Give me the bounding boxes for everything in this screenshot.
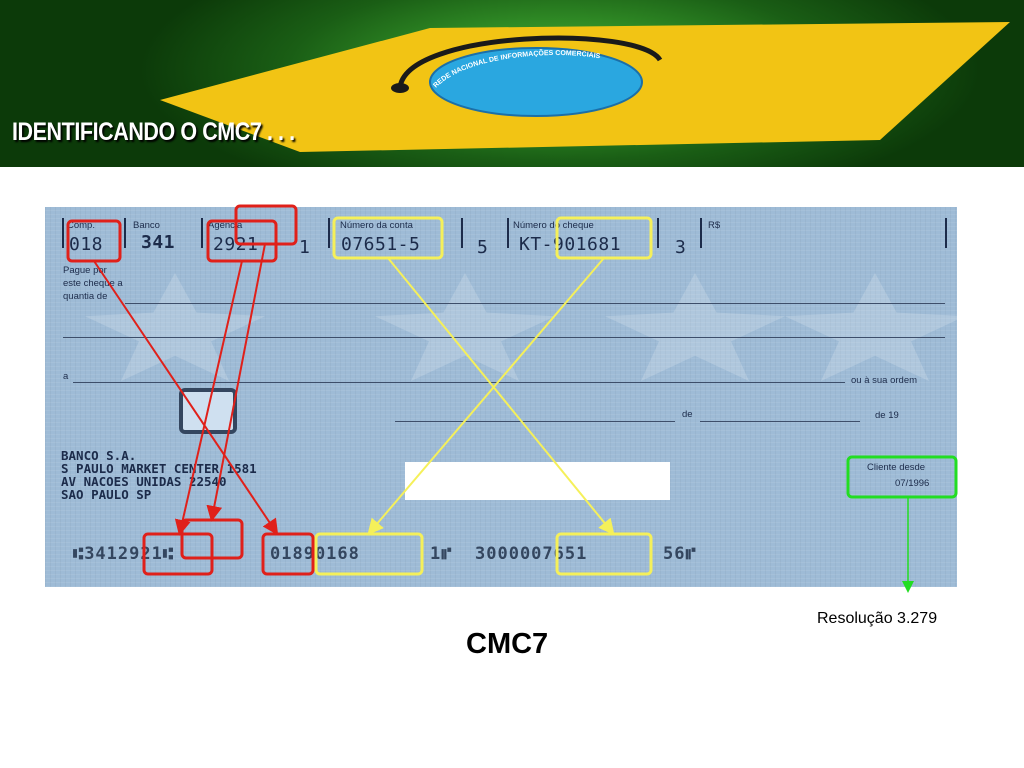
label-pague-por: Pague por bbox=[63, 265, 107, 276]
amount-line bbox=[63, 337, 945, 338]
cmc7-title: CMC7 bbox=[466, 628, 549, 660]
label-numero-conta: Número da conta bbox=[340, 220, 413, 231]
logo-globe bbox=[429, 47, 643, 117]
watermark-star-icon bbox=[785, 273, 957, 381]
value-conta-digit: 5 bbox=[477, 237, 489, 258]
slide-title: IDENTIFICANDO O CMC7 . . . bbox=[12, 118, 295, 146]
brazil-flag-graphic: REDE NACIONAL DE INFORMAÇÕES COMERCIAIS bbox=[160, 22, 1010, 152]
value-cheque: KT-901681 bbox=[519, 234, 622, 255]
micr-part-3: 1⑈ bbox=[430, 544, 453, 564]
bank-check-image: Comp. Banco Agência Número da conta Núme… bbox=[45, 207, 957, 587]
value-comp: 018 bbox=[69, 234, 104, 255]
label-numero-cheque: Número do cheque bbox=[513, 220, 594, 231]
field-separator bbox=[507, 218, 509, 248]
value-banco: 341 bbox=[141, 232, 176, 253]
city-line bbox=[395, 421, 675, 422]
payee-line bbox=[73, 382, 845, 383]
field-separator bbox=[945, 218, 947, 248]
value-cliente-desde: 07/1996 bbox=[895, 478, 930, 489]
label-ou-sua-ordem: ou à sua ordem bbox=[851, 375, 918, 386]
label-agencia: Agência bbox=[208, 220, 243, 231]
micr-part-2: 01890168 bbox=[270, 544, 360, 564]
watermark-star-icon bbox=[375, 273, 555, 381]
watermark-star-icon bbox=[605, 273, 785, 381]
field-separator bbox=[124, 218, 126, 248]
label-quantia-de: quantia de bbox=[63, 291, 108, 302]
value-conta: 07651-5 bbox=[341, 234, 421, 255]
amount-line bbox=[125, 303, 945, 304]
value-cheque-digit: 3 bbox=[675, 237, 687, 258]
bank-logo-chip bbox=[179, 388, 237, 434]
label-rs: R$ bbox=[708, 220, 721, 231]
micr-part-4: 3000007651 bbox=[475, 544, 588, 564]
label-banco: Banco bbox=[133, 220, 160, 231]
date-line bbox=[700, 421, 860, 422]
value-agencia-digit: 1 bbox=[299, 237, 311, 258]
micr-part-5: 56⑈ bbox=[663, 544, 697, 564]
field-separator bbox=[657, 218, 659, 248]
field-separator bbox=[201, 218, 203, 248]
headset-mic-icon bbox=[391, 83, 409, 93]
label-a: a bbox=[63, 371, 69, 382]
field-separator bbox=[461, 218, 463, 248]
label-de: de bbox=[682, 409, 693, 420]
header-banner: REDE NACIONAL DE INFORMAÇÕES COMERCIAIS … bbox=[0, 0, 1024, 167]
field-separator bbox=[700, 218, 702, 248]
address-line-4: SAO PAULO SP bbox=[61, 487, 152, 502]
micr-part-1: ⑆3412921⑆ bbox=[73, 544, 175, 564]
value-agencia: 2921 bbox=[213, 234, 259, 255]
label-comp: Comp. bbox=[67, 220, 95, 231]
field-separator bbox=[62, 218, 64, 248]
label-cliente-desde: Cliente desde bbox=[867, 462, 926, 473]
signature-area bbox=[405, 462, 670, 500]
label-este-cheque: este cheque a bbox=[63, 278, 123, 289]
field-separator bbox=[328, 218, 330, 248]
resolution-label: Resolução 3.279 bbox=[817, 610, 938, 627]
headset-arc-icon bbox=[397, 35, 663, 89]
label-de-19: de 19 bbox=[875, 410, 899, 421]
